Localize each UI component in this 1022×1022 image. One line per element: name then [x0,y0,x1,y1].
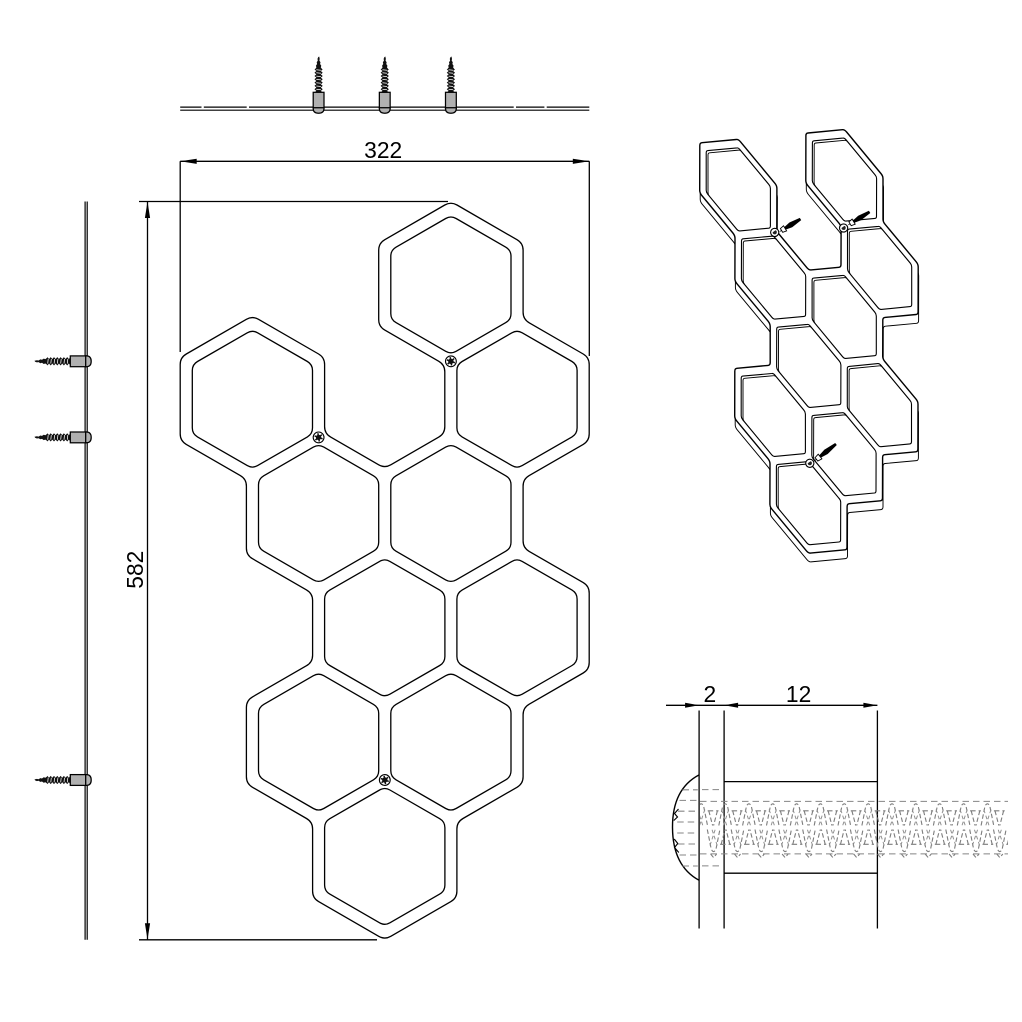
svg-text:322: 322 [364,137,402,163]
svg-text:12: 12 [786,681,811,707]
svg-text:2: 2 [704,681,717,707]
svg-text:582: 582 [122,551,148,589]
